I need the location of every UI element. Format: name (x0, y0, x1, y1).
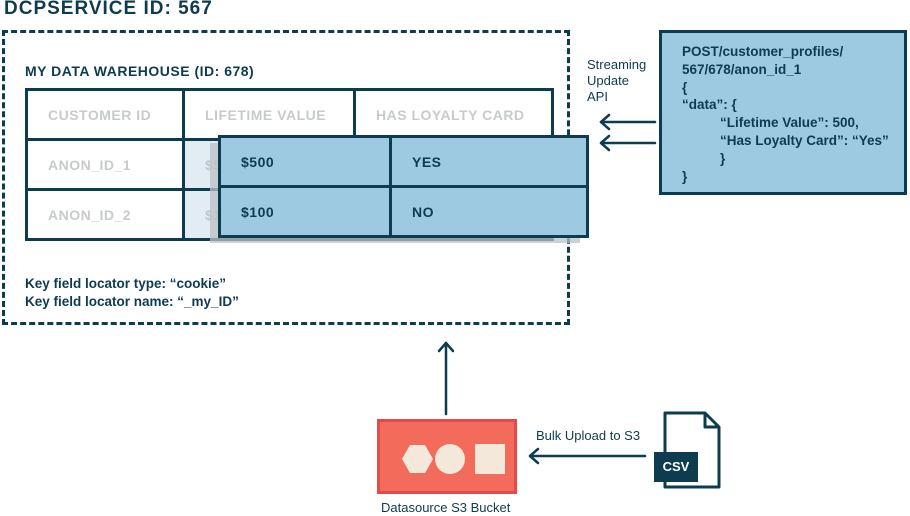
streaming-label-line: Update (587, 73, 629, 88)
arrow-up-icon (437, 341, 455, 416)
api-line: } (682, 169, 688, 184)
update-overlay-table: $500 YES $100 NO (218, 135, 589, 238)
api-line: “data”: { (682, 97, 737, 112)
locator-name-text: Key field locator name: “_my_ID” (25, 294, 239, 309)
api-line: POST/customer_profiles/ (682, 44, 844, 59)
overlay-lifetime-value: $500 (218, 135, 392, 188)
locator-type-text: Key field locator type: “cookie” (25, 276, 227, 291)
api-line: } (720, 151, 726, 166)
header-lifetime-value: LIFETIME VALUE (182, 88, 356, 141)
square-icon (475, 444, 505, 474)
api-request-box: POST/customer_profiles/ 567/678/anon_id_… (659, 30, 907, 195)
api-line: “Lifetime Value”: 500, (720, 115, 859, 130)
streaming-label-line: API (587, 89, 608, 104)
header-customer-id: CUSTOMER ID (25, 88, 185, 141)
table-row: $500 YES (218, 135, 589, 188)
overlay-loyalty-card: YES (389, 135, 589, 188)
api-line: “Has Loyalty Card”: “Yes” (720, 133, 889, 148)
streaming-label-line: Streaming (587, 57, 647, 72)
arrow-left-icon (528, 447, 647, 465)
bucket-shapes (402, 444, 505, 474)
circle-icon (435, 444, 465, 474)
api-line: { (682, 80, 688, 95)
page-title: DCPSERVICE ID: 567 (4, 0, 213, 19)
arrow-left-icon (599, 134, 657, 152)
row-customer-id: ANON_ID_1 (25, 138, 185, 191)
warehouse-title: MY DATA WAREHOUSE (ID: 678) (25, 63, 255, 79)
csv-badge: CSV (654, 452, 698, 482)
overlay-lifetime-value: $100 (218, 185, 392, 238)
arrow-left-icon (599, 113, 657, 131)
hexagon-icon (402, 445, 433, 473)
overlay-loyalty-card: NO (389, 185, 589, 238)
s3-bucket (377, 419, 517, 494)
table-row: $100 NO (218, 185, 589, 238)
row-customer-id: ANON_ID_2 (25, 188, 185, 241)
bulk-upload-label: Bulk Upload to S3 (536, 428, 641, 443)
api-line: 567/678/anon_id_1 (682, 62, 802, 77)
bucket-label: Datasource S3 Bucket (381, 500, 511, 515)
